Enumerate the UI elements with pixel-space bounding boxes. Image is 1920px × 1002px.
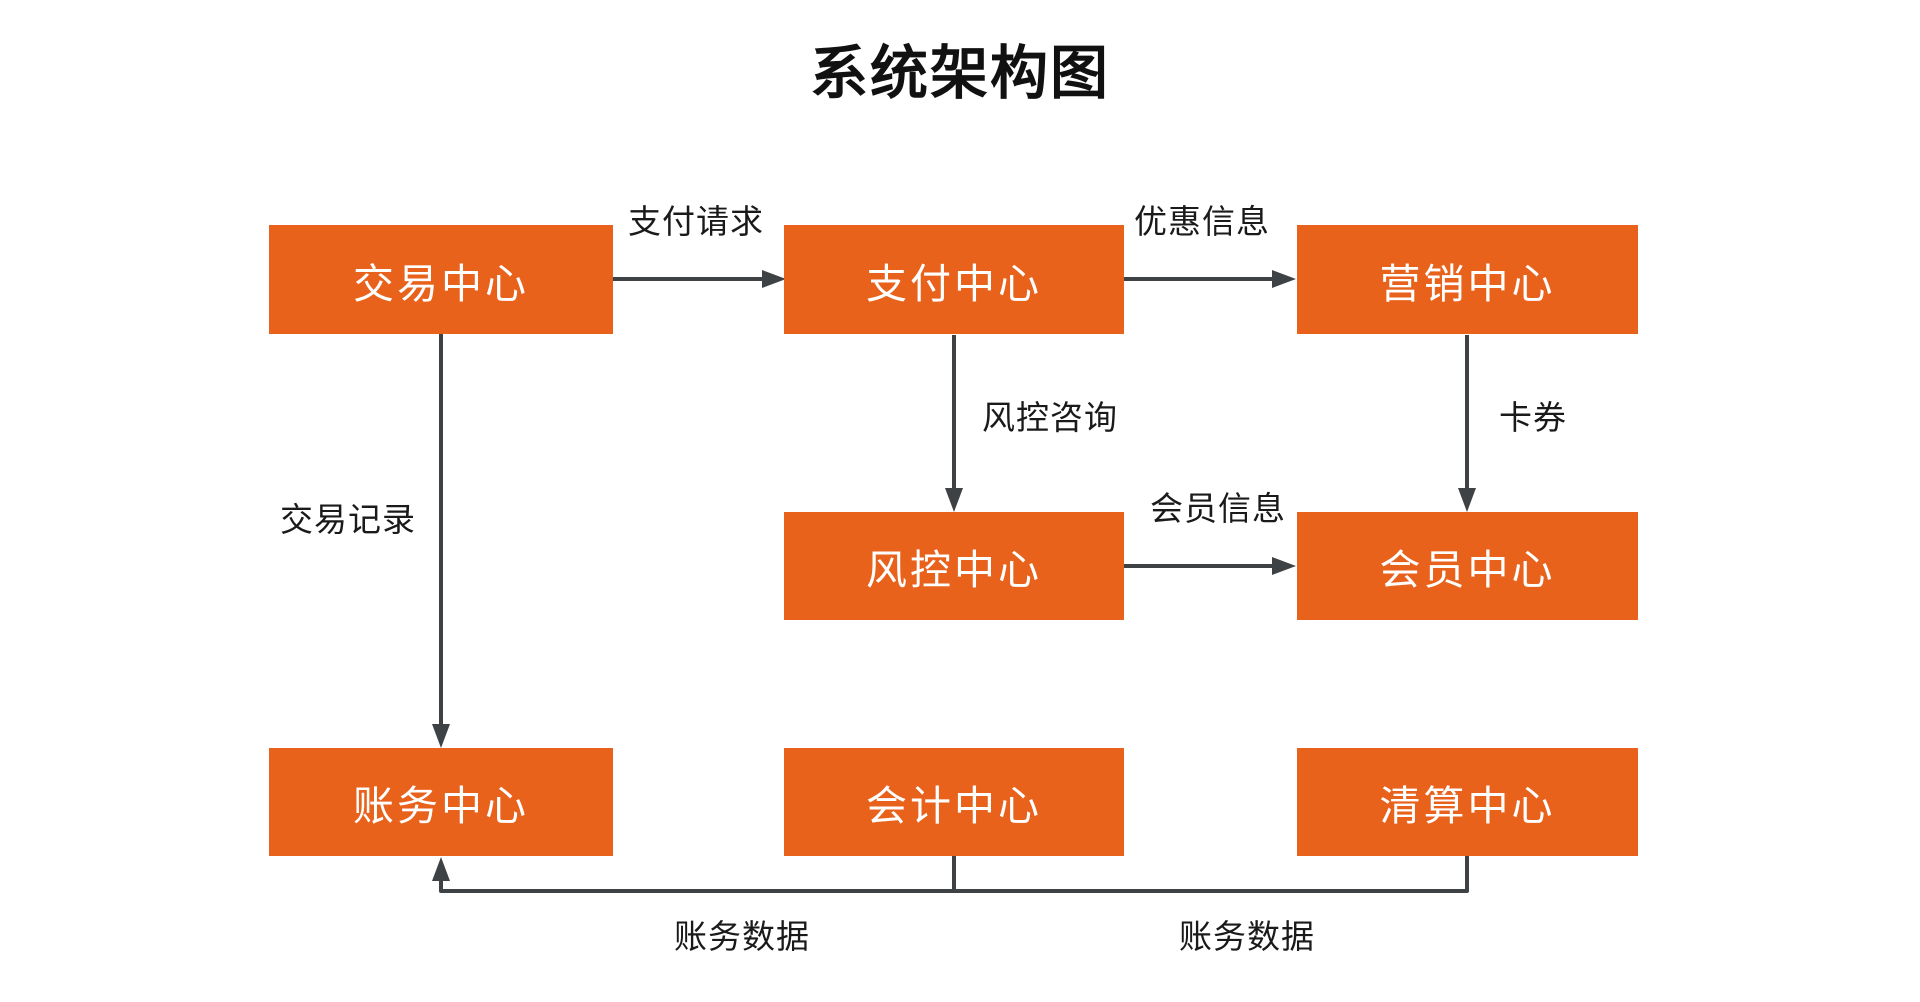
node-billing-center: 账务中心: [269, 748, 613, 856]
edge-risk-to-member-arrowhead: [1272, 557, 1296, 575]
diagram-title: 系统架构图: [809, 41, 1110, 106]
edge-label-discount-info: 优惠信息: [1134, 203, 1270, 240]
edge-label-member-info: 会员信息: [1150, 490, 1286, 527]
edge-bus-to-billing-arrowhead: [432, 857, 450, 881]
edge-payment-to-risk-arrowhead: [945, 488, 963, 512]
node-marketing-center: 营销中心: [1297, 225, 1638, 334]
node-trade-center: 交易中心: [269, 225, 613, 334]
edge-label-billing-data-right: 账务数据: [1179, 918, 1315, 955]
edge-label-risk-consult: 风控咨询: [982, 399, 1118, 436]
edge-marketing-to-member-arrowhead: [1458, 488, 1476, 512]
node-member-center: 会员中心: [1297, 512, 1638, 620]
node-accounting-center: 会计中心: [784, 748, 1124, 856]
node-clearing-center: 清算中心: [1297, 748, 1638, 856]
node-risk-center: 风控中心: [784, 512, 1124, 620]
edge-label-coupon: 卡券: [1499, 399, 1567, 436]
edge-trade-to-payment-arrowhead: [762, 270, 786, 288]
node-payment-center: 支付中心: [784, 225, 1124, 334]
edge-label-billing-data-left: 账务数据: [674, 918, 810, 955]
edge-trade-to-billing-arrowhead: [432, 724, 450, 748]
edge-label-payment-request: 支付请求: [628, 203, 764, 240]
edge-payment-to-marketing-arrowhead: [1272, 270, 1296, 288]
edge-label-trade-record: 交易记录: [280, 501, 416, 538]
